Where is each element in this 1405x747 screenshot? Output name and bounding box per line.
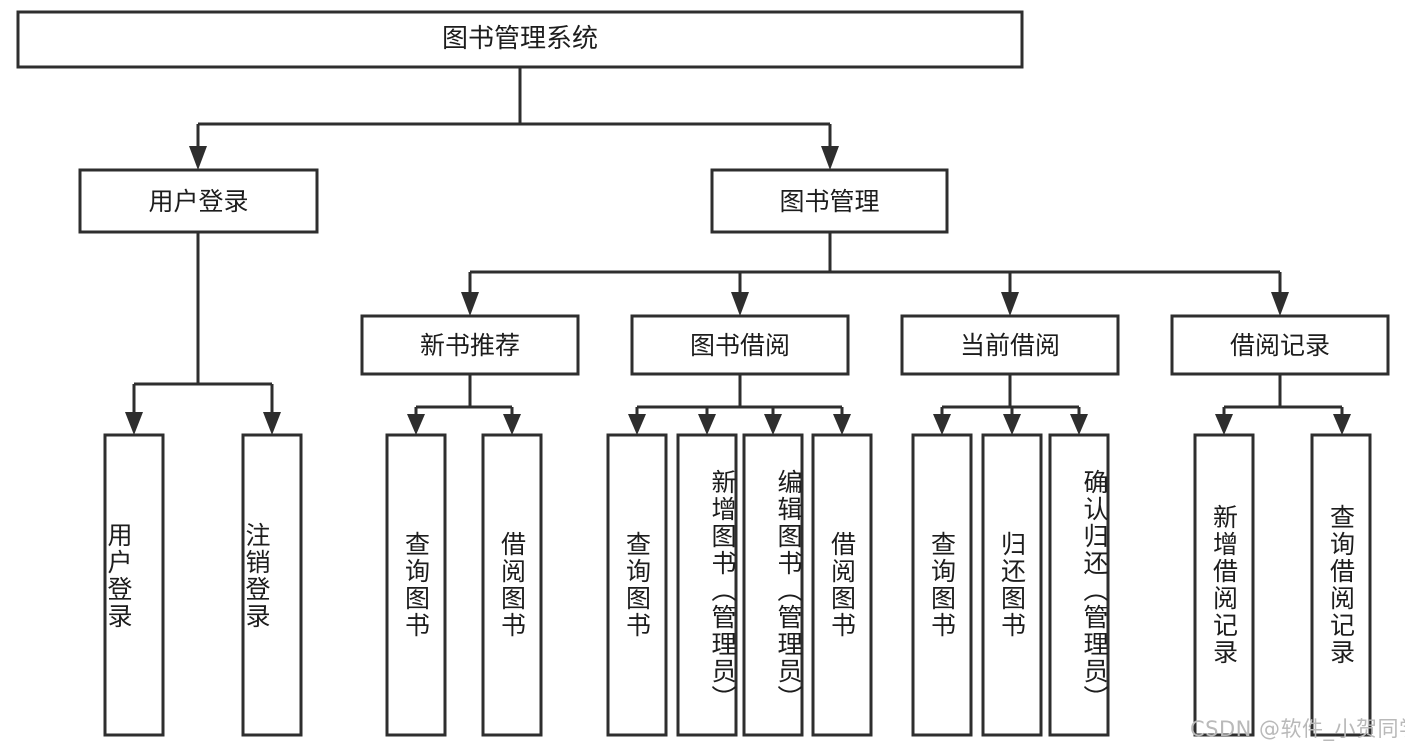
arrowhead-to-leaf-query-book-recommend bbox=[407, 414, 425, 435]
box-book-management[interactable] bbox=[710, 168, 949, 234]
arrowhead-to-leaf-user-login bbox=[125, 412, 143, 435]
arrowhead-to-leaf-edit-book-admin bbox=[764, 414, 782, 435]
arrowhead-to-borrow-record bbox=[1271, 292, 1289, 316]
box-borrow-record[interactable] bbox=[1170, 314, 1390, 376]
arrowhead-to-leaf-query-borrow-record bbox=[1333, 414, 1351, 435]
arrowhead-to-leaf-confirm-return-admin bbox=[1070, 414, 1088, 435]
box-leaf-add-book-admin[interactable] bbox=[676, 433, 738, 737]
box-new-book-recommend[interactable] bbox=[360, 314, 580, 376]
arrowhead-to-user-login bbox=[189, 146, 207, 170]
arrowhead-to-leaf-logout bbox=[263, 412, 281, 435]
arrowhead-to-leaf-query-book-borrow bbox=[628, 414, 646, 435]
box-book-borrow[interactable] bbox=[630, 314, 850, 376]
connector-new-book-recommend-bus bbox=[414, 374, 514, 415]
box-leaf-logout[interactable] bbox=[241, 433, 303, 737]
box-current-borrow[interactable] bbox=[900, 314, 1120, 376]
arrowhead-to-current-borrow bbox=[1001, 292, 1019, 316]
connector-user-login-bus bbox=[132, 232, 274, 412]
arrowhead-to-leaf-borrow-book-recommend bbox=[503, 414, 521, 435]
box-leaf-query-book-borrow[interactable] bbox=[606, 433, 668, 737]
csdn-watermark: CSDN @软件_小贺同学 bbox=[1190, 717, 1405, 741]
arrowhead-to-leaf-add-book-admin bbox=[698, 414, 716, 435]
arrowhead-to-book-borrow bbox=[731, 292, 749, 316]
box-leaf-borrow-book[interactable] bbox=[811, 433, 873, 737]
arrowhead-to-leaf-add-borrow-record bbox=[1215, 414, 1233, 435]
connector-root-bus bbox=[196, 67, 832, 146]
box-leaf-query-book-current[interactable] bbox=[911, 433, 973, 737]
connector-current-borrow-bus bbox=[940, 374, 1081, 415]
box-leaf-confirm-return-admin[interactable] bbox=[1048, 433, 1110, 737]
box-leaf-query-book-recommend[interactable] bbox=[385, 433, 447, 737]
arrowhead-to-new-book-recommend bbox=[461, 292, 479, 316]
box-leaf-add-borrow-record[interactable] bbox=[1193, 433, 1255, 737]
connector-book-management-bus bbox=[468, 232, 1282, 292]
connector-borrow-record-bus bbox=[1222, 374, 1344, 415]
connectors-layer bbox=[125, 67, 1351, 435]
box-root[interactable] bbox=[16, 10, 1024, 69]
box-user-login[interactable] bbox=[78, 168, 319, 234]
connector-book-borrow-bus bbox=[635, 374, 844, 415]
arrowhead-to-leaf-borrow-book bbox=[833, 414, 851, 435]
box-leaf-user-login[interactable] bbox=[103, 433, 165, 737]
arrowhead-to-book-management bbox=[821, 146, 839, 170]
box-leaf-return-book[interactable] bbox=[981, 433, 1043, 737]
node-boxes-layer bbox=[16, 10, 1390, 737]
box-leaf-borrow-book-recommend[interactable] bbox=[481, 433, 543, 737]
arrowhead-to-leaf-return-book bbox=[1003, 414, 1021, 435]
box-leaf-query-borrow-record[interactable] bbox=[1310, 433, 1372, 737]
arrowhead-to-leaf-query-book-current bbox=[933, 414, 951, 435]
box-leaf-edit-book-admin[interactable] bbox=[742, 433, 804, 737]
